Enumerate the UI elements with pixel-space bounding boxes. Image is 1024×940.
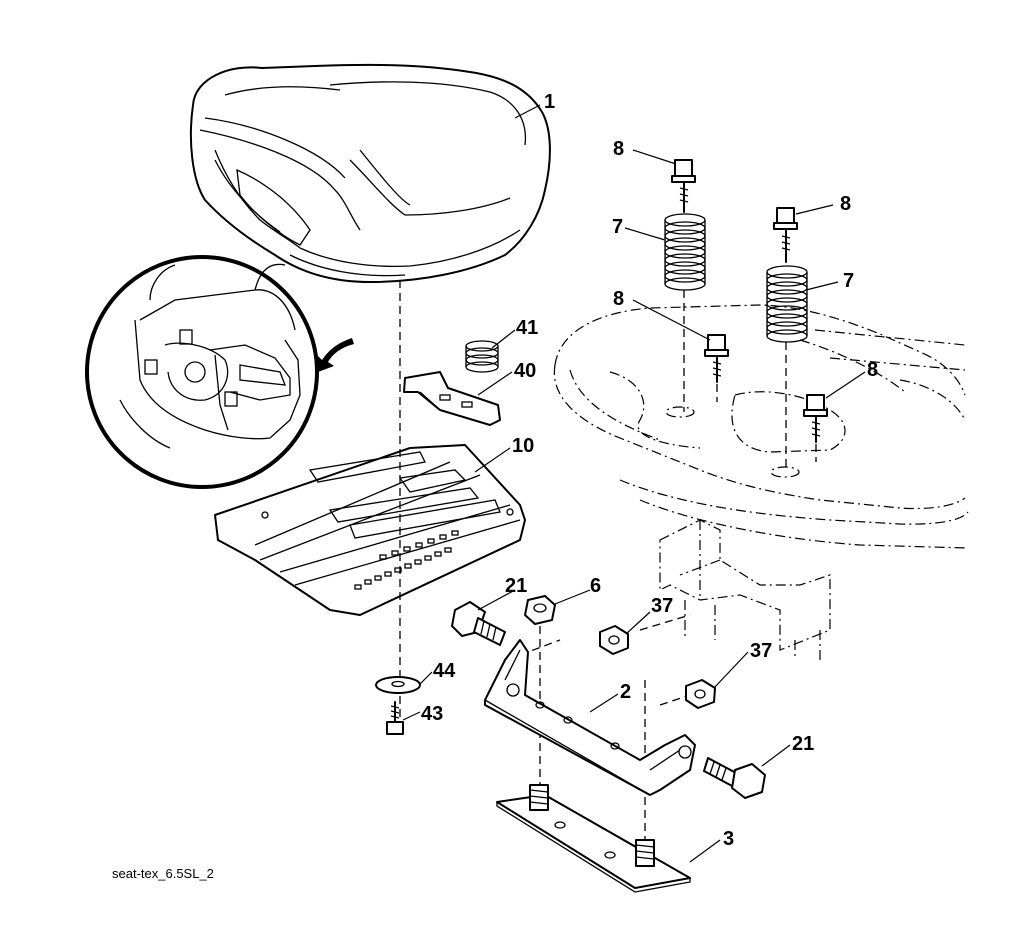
nut-6 — [524, 595, 556, 625]
diagram-caption: seat-tex_6.5SL_2 — [112, 866, 214, 881]
callout-bolt-21-right: 21 — [792, 733, 814, 755]
bolt-8-top-right — [773, 207, 798, 263]
callout-clip: 40 — [514, 360, 536, 382]
bolt-8-lower-left — [704, 334, 729, 383]
callout-bolt-21-left: 21 — [505, 575, 527, 597]
callout-small-spring: 41 — [516, 317, 538, 339]
seat-pan — [214, 444, 526, 616]
seat-clip — [403, 371, 501, 426]
spring-left — [664, 213, 706, 291]
bolt-21-right — [703, 757, 766, 799]
inset-detail — [85, 255, 354, 489]
callout-screw: 43 — [421, 703, 443, 725]
callout-nut-6: 6 — [590, 575, 601, 597]
callout-bolt-8-top-left: 8 — [613, 138, 624, 160]
seat — [189, 63, 551, 283]
small-spring — [465, 340, 499, 373]
base-plate — [496, 784, 691, 893]
leader-lines — [402, 104, 866, 863]
stud-right — [635, 839, 655, 867]
callout-base-plate: 3 — [723, 828, 734, 850]
seat-pan-slots — [354, 530, 459, 590]
nut-37-upper — [599, 625, 629, 655]
callout-nut-37-lower: 37 — [750, 640, 772, 662]
spring-right — [766, 265, 808, 343]
callout-bolt-8-lower-left: 8 — [613, 288, 624, 310]
bolt-8-lower-right — [803, 394, 828, 443]
callout-bolt-8-lower-right: 8 — [867, 359, 878, 381]
bolt-21-left — [451, 601, 506, 646]
callout-bolt-8-top-right: 8 — [840, 193, 851, 215]
seat-bracket — [484, 639, 696, 796]
callout-nut-37-upper: 37 — [651, 595, 673, 617]
callout-spring-left: 7 — [612, 216, 623, 238]
callout-bracket: 2 — [620, 681, 631, 703]
nut-37-lower — [685, 679, 716, 709]
callout-washer: 44 — [433, 660, 456, 682]
callout-seat-pan: 10 — [512, 435, 534, 457]
callout-spring-right: 7 — [843, 270, 854, 292]
screw — [386, 701, 404, 735]
callout-seat: 1 — [544, 91, 555, 113]
washer — [375, 676, 421, 694]
axis-nut-upper — [639, 614, 691, 631]
stud-left — [529, 784, 549, 811]
tractor-frame-outline — [553, 304, 969, 660]
bolt-8-top-left — [671, 159, 696, 213]
